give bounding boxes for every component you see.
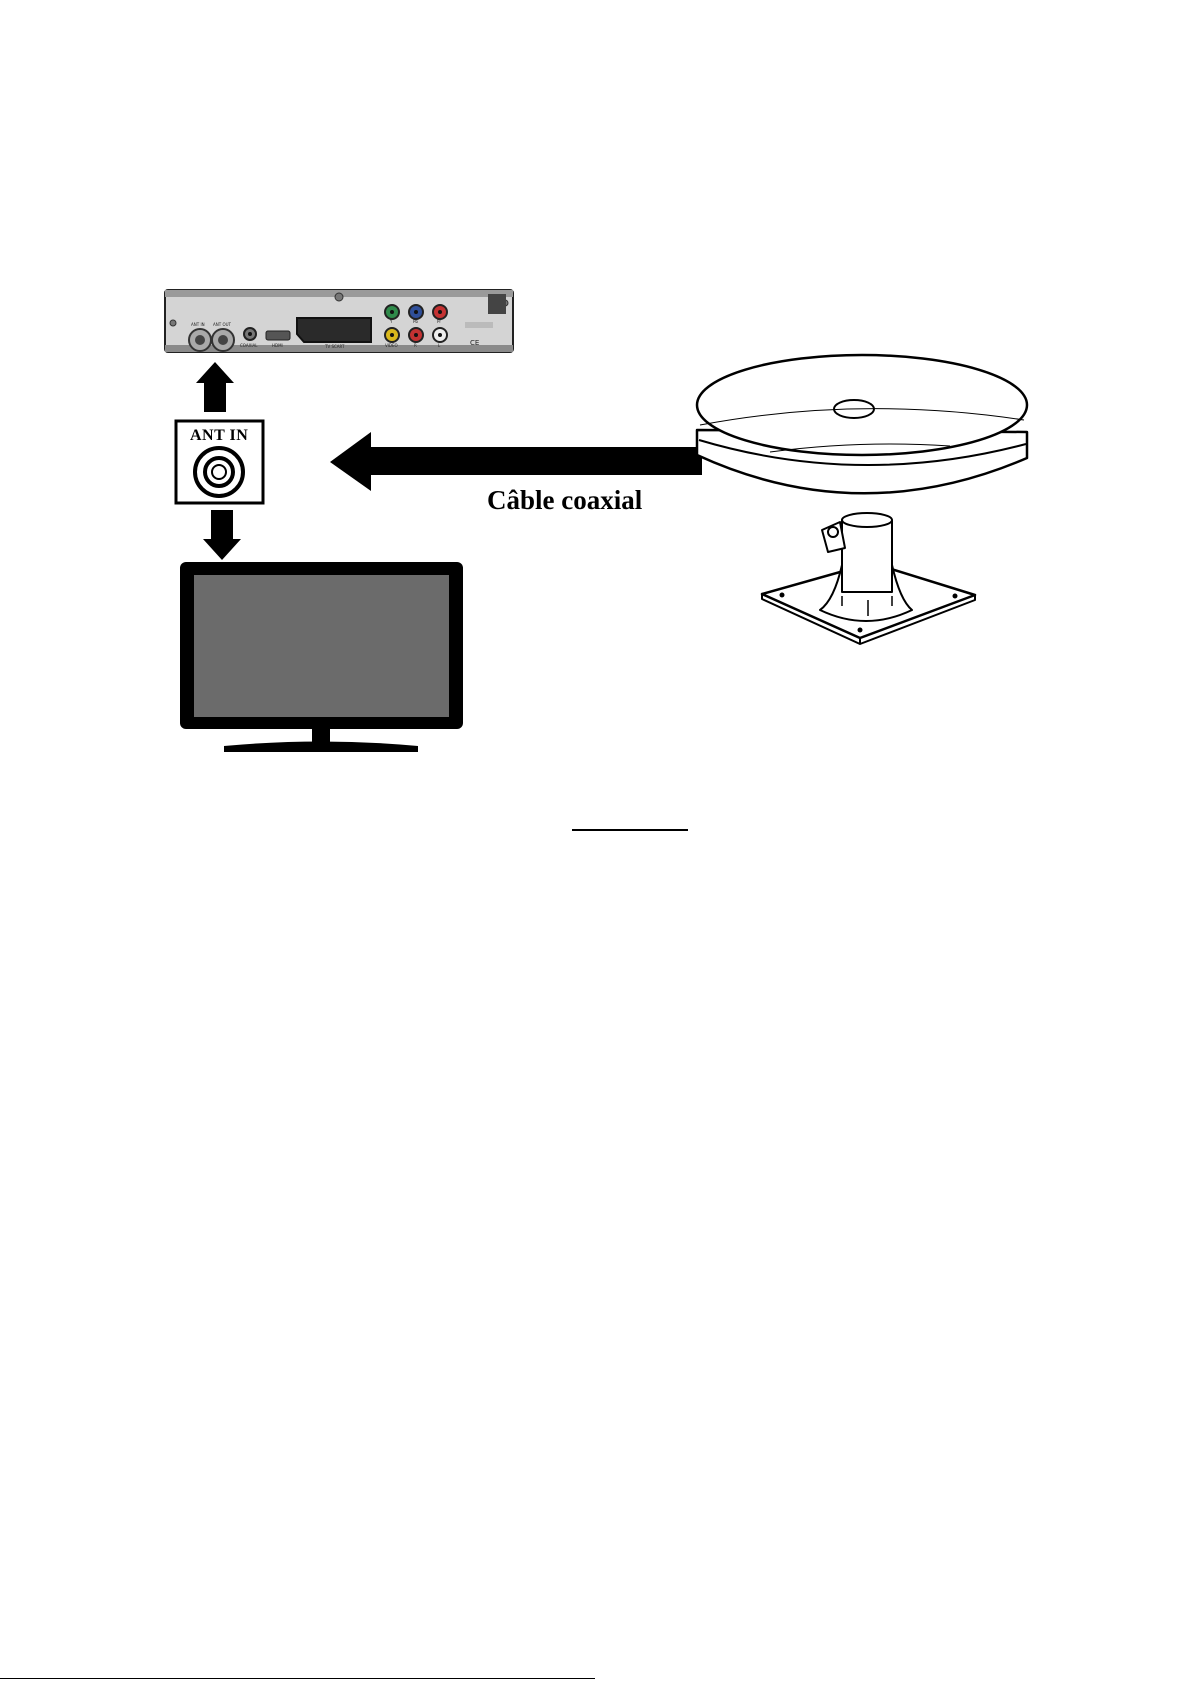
receiver-ant-in-label: ANT IN (191, 322, 205, 327)
arrow-up (196, 362, 234, 412)
tv-screen (194, 575, 449, 717)
arrow-down (203, 510, 241, 560)
footer-rule (0, 1678, 595, 1679)
receiver-rear-panel: CE (165, 290, 513, 352)
receiver-pr-label: Pr (437, 319, 441, 324)
receiver-scart-port (297, 318, 371, 342)
receiver-ant-out-label: ANT OUT (213, 322, 231, 327)
receiver-hdmi-port (266, 331, 290, 340)
receiver-y-label: Y (390, 319, 392, 324)
receiver-scart-label: TV SCART (325, 344, 344, 349)
television (180, 562, 463, 752)
antenna (697, 355, 1027, 644)
receiver-l-label: L (438, 343, 440, 348)
receiver-video-label: VIDEO (385, 343, 398, 348)
receiver-coaxial-port (244, 328, 256, 340)
receiver-ant-in-port (189, 329, 211, 351)
receiver-r-label: R (414, 343, 417, 348)
receiver-hdmi-label: HDMI (272, 343, 283, 348)
coaxial-cable-arrow (330, 432, 702, 491)
tv-stand-base (224, 742, 418, 753)
receiver-coaxial-label: COAXIAL (240, 343, 258, 348)
receiver-ant-out-port (212, 329, 234, 351)
coaxial-cable-label: Câble coaxial (487, 485, 642, 516)
svg-text:CE: CE (470, 339, 479, 347)
receiver-pb-label: Pb (413, 319, 418, 324)
ant-in-label: ANT IN (190, 427, 248, 445)
